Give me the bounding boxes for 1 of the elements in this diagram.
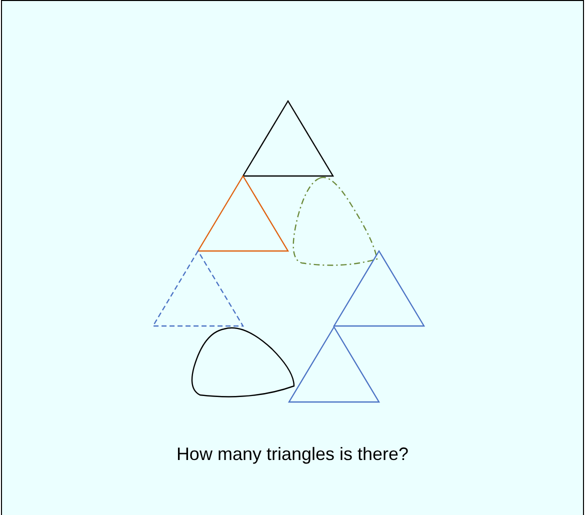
question-caption: How many triangles is there?: [175, 444, 410, 465]
